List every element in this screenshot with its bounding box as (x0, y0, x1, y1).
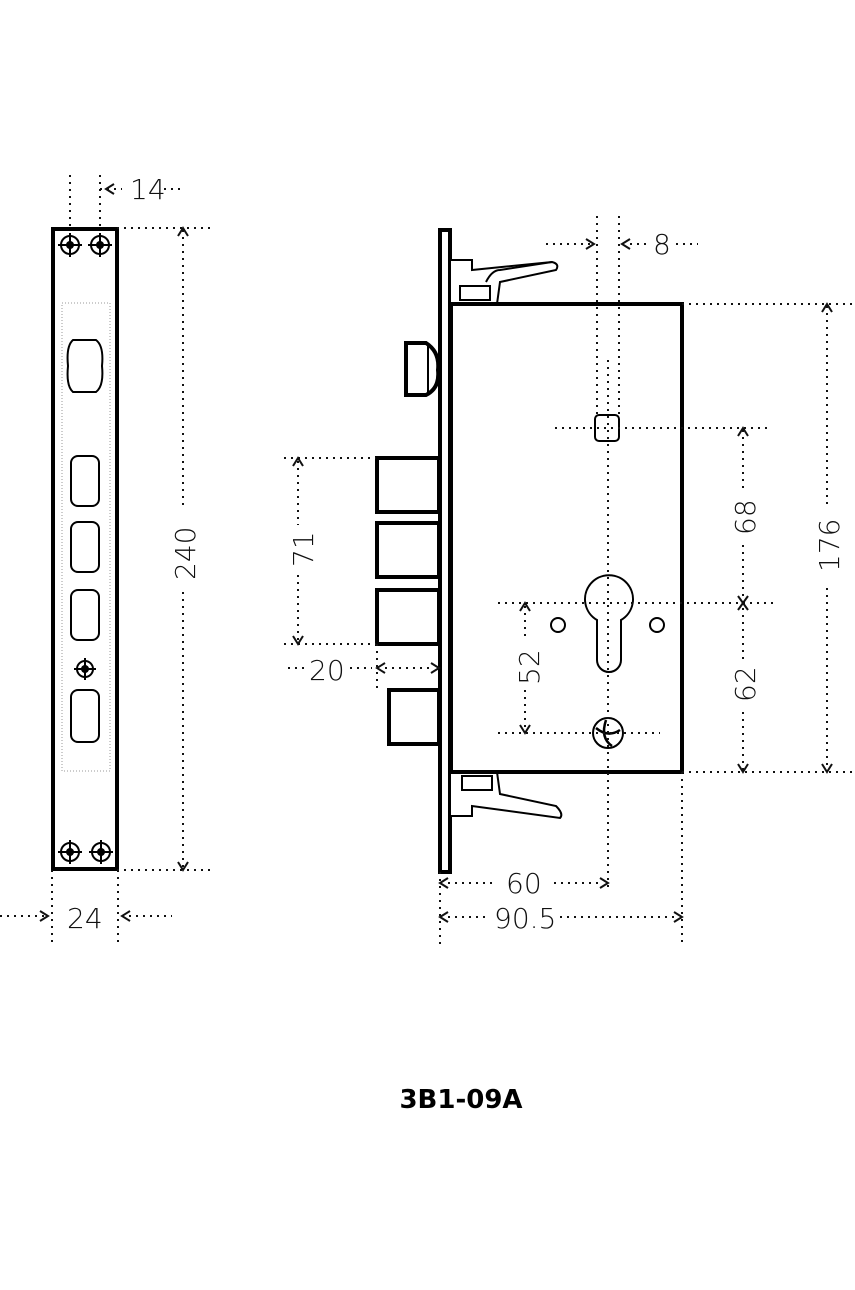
lock-body (375, 228, 684, 874)
bolt-slot-4 (70, 689, 100, 743)
dim-label-90-5: 90.5 (494, 902, 556, 935)
latch (404, 341, 441, 397)
faceplate-dimensions: 14 240 24 (0, 173, 212, 945)
dim-label-20: 20 (309, 654, 345, 687)
case-hole-left (550, 617, 566, 633)
cylinder-cutout (584, 574, 634, 673)
faceplate-screw-bottom-left (58, 840, 82, 864)
faceplate (51, 227, 119, 871)
faceplate-screw-middle (74, 658, 96, 680)
bottom-hook (449, 771, 563, 820)
cylinder-screw (592, 717, 624, 749)
top-hook (449, 259, 559, 305)
model-title: 3B1-09A (399, 1085, 522, 1115)
faceplate-screw-top-left (58, 233, 82, 257)
latch-opening (66, 339, 104, 393)
dim-label-52: 52 (513, 649, 546, 685)
deadlatch (387, 688, 441, 746)
dim-label-60: 60 (506, 867, 542, 900)
dim-label-240: 240 (169, 527, 202, 580)
case-hole-right (649, 617, 665, 633)
lock-case (449, 302, 684, 774)
body-dimensions: 8 176 68 62 52 71 (284, 216, 855, 945)
bolt-slot-2 (70, 521, 100, 573)
faceplate-screw-top-right (88, 233, 112, 257)
dim-label-68: 68 (729, 499, 762, 535)
dim-label-176: 176 (813, 519, 846, 572)
bolt-1 (375, 456, 441, 514)
bolt-slot-1 (70, 455, 100, 507)
dim-label-62: 62 (729, 666, 762, 702)
dim-label-24: 24 (67, 902, 103, 935)
dim-label-14: 14 (130, 173, 166, 206)
faceplate-screw-bottom-right (89, 840, 113, 864)
bolt-slot-3 (70, 589, 100, 641)
front-plate (438, 228, 452, 874)
dim-label-8: 8 (653, 228, 671, 261)
bolt-3 (375, 588, 441, 646)
dim-label-71: 71 (287, 531, 320, 567)
bolt-2 (375, 521, 441, 579)
